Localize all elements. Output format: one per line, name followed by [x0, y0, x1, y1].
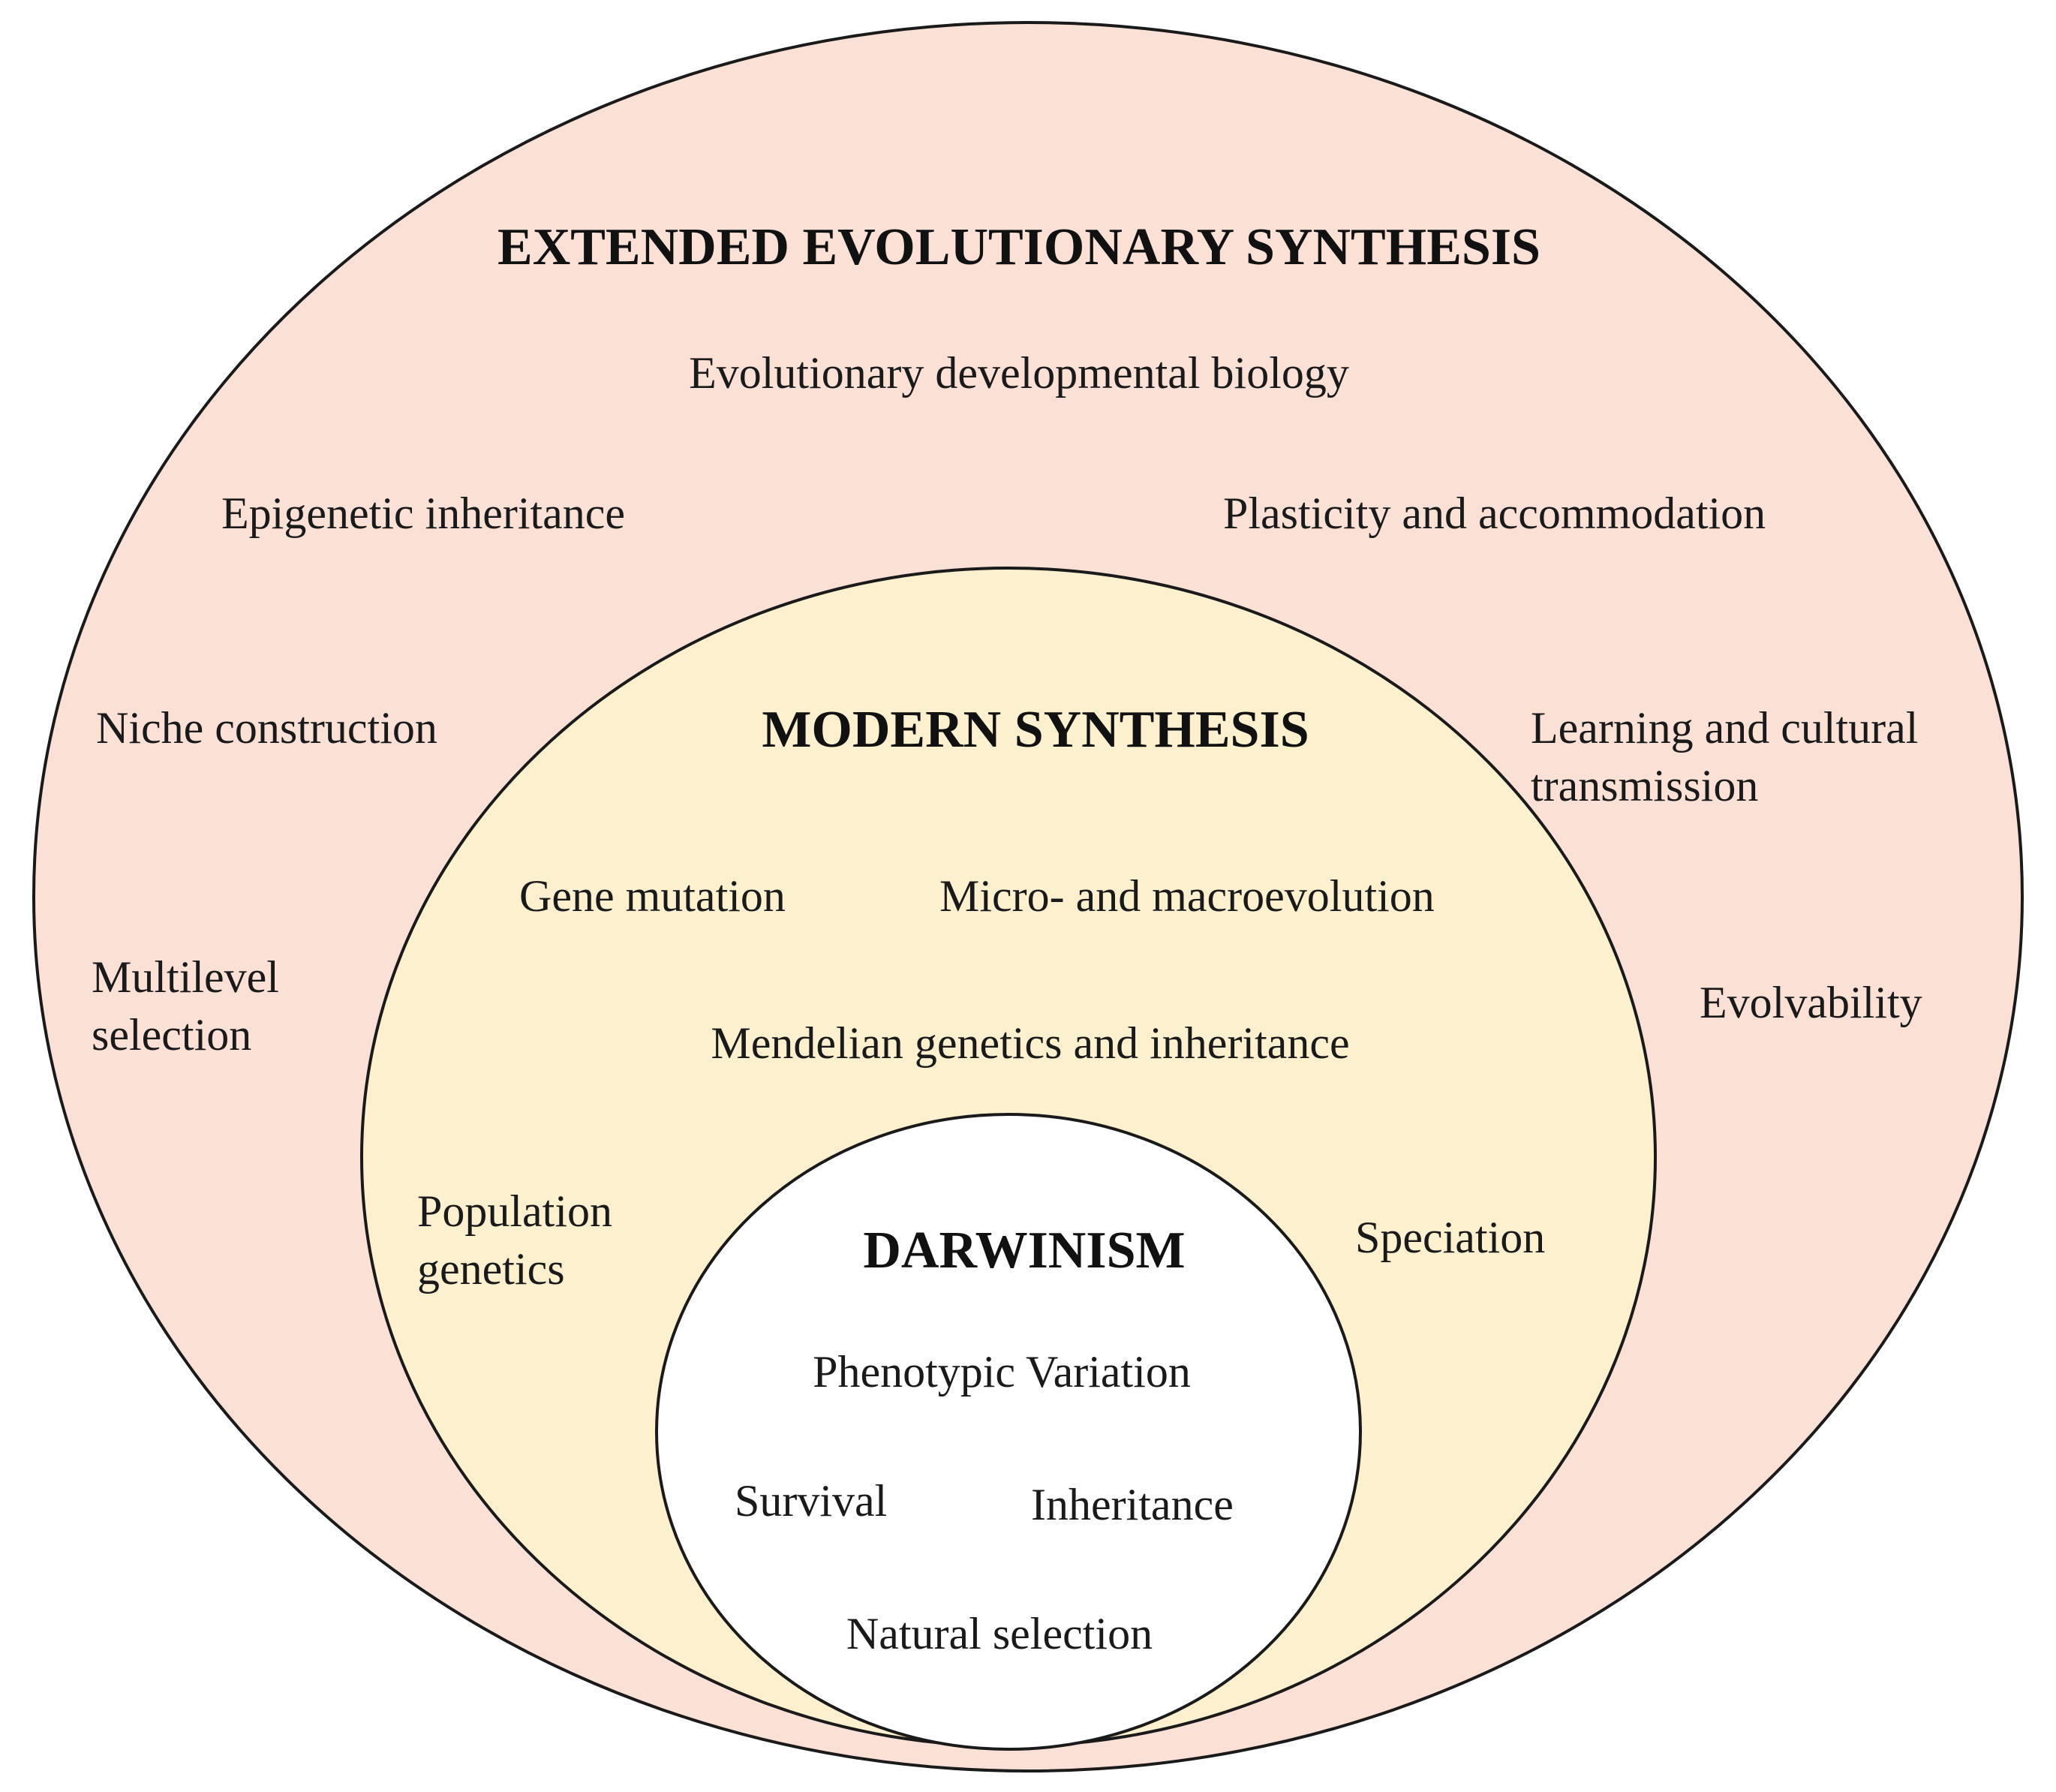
- inheritance-label: Inheritance: [1031, 1480, 1234, 1529]
- niche-construction-label: Niche construction: [96, 703, 437, 753]
- population-genetics-label-line2: genetics: [417, 1244, 565, 1294]
- natural-selection-label: Natural selection: [846, 1609, 1153, 1658]
- multilevel-selection-label-line2: selection: [92, 1010, 251, 1060]
- plasticity-label: Plasticity and accommodation: [1223, 489, 1766, 538]
- extended-synthesis-title: EXTENDED EVOLUTIONARY SYNTHESIS: [497, 218, 1540, 276]
- gene-mutation-label: Gene mutation: [519, 871, 786, 921]
- evo-devo-label: Evolutionary developmental biology: [689, 348, 1349, 398]
- darwinism-title: DARWINISM: [863, 1222, 1185, 1279]
- survival-label: Survival: [735, 1476, 887, 1526]
- speciation-label: Speciation: [1355, 1213, 1545, 1262]
- learning-cultural-label-line2: transmission: [1531, 761, 1758, 810]
- phenotypic-variation-label: Phenotypic Variation: [813, 1347, 1191, 1397]
- epigenetic-inheritance-label: Epigenetic inheritance: [221, 489, 625, 538]
- darwinism-ellipse: [655, 1113, 1362, 1751]
- population-genetics-label-line1: Population: [417, 1186, 612, 1236]
- mendelian-genetics-label: Mendelian genetics and inheritance: [711, 1018, 1349, 1068]
- micro-macroevolution-label: Micro- and macroevolution: [939, 871, 1435, 921]
- multilevel-selection-label-line1: Multilevel: [92, 952, 279, 1002]
- evolvability-label: Evolvability: [1700, 978, 1922, 1027]
- modern-synthesis-title: MODERN SYNTHESIS: [762, 701, 1309, 759]
- learning-cultural-label-line1: Learning and cultural: [1531, 703, 1918, 753]
